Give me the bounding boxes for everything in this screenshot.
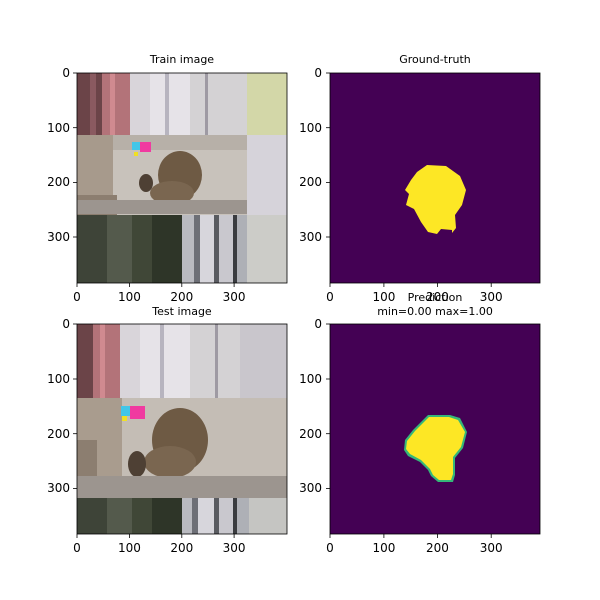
panel-title-test: Test image — [151, 305, 212, 318]
x-tick-label: 100 — [118, 541, 141, 555]
x-ticks-ground-truth: 0 100 200 300 — [326, 283, 503, 304]
y-ticks-test: 0 100 200 300 — [47, 317, 77, 495]
y-tick-label: 300 — [299, 481, 322, 495]
x-tick-label: 200 — [170, 290, 193, 304]
y-tick-label: 100 — [47, 121, 70, 135]
y-tick-label: 300 — [47, 230, 70, 244]
panel-test-image: Test image — [47, 305, 288, 555]
train-image-raster — [77, 73, 287, 283]
y-tick-label: 0 — [62, 66, 70, 80]
axes-frame-prediction — [329, 323, 541, 535]
y-ticks-prediction: 0 100 200 300 — [299, 317, 330, 495]
x-tick-label: 200 — [170, 541, 193, 555]
x-tick-label: 300 — [480, 541, 503, 555]
x-tick-label: 100 — [372, 290, 395, 304]
y-tick-label: 100 — [47, 372, 70, 386]
panel-subtitle-prediction: min=0.00 max=1.00 — [377, 305, 493, 318]
x-tick-label: 300 — [480, 290, 503, 304]
x-tick-label: 100 — [118, 290, 141, 304]
x-tick-label: 0 — [73, 290, 81, 304]
prediction-mask — [406, 417, 465, 480]
y-tick-label: 200 — [47, 427, 70, 441]
x-ticks-test: 0 100 200 300 — [73, 534, 246, 555]
panel-title-ground-truth: Ground-truth — [399, 53, 471, 66]
y-tick-label: 200 — [299, 175, 322, 189]
y-tick-label: 0 — [314, 66, 322, 80]
panel-prediction: Prediction min=0.00 max=1.00 0 100 200 3… — [299, 291, 541, 555]
y-ticks-train: 0 100 200 300 — [47, 66, 77, 244]
y-tick-label: 300 — [47, 481, 70, 495]
x-tick-label: 300 — [223, 290, 246, 304]
x-tick-label: 0 — [326, 290, 334, 304]
test-image-raster — [77, 324, 287, 534]
ground-truth-mask — [405, 165, 466, 234]
y-tick-label: 0 — [62, 317, 70, 331]
x-tick-label: 300 — [223, 541, 246, 555]
x-tick-label: 0 — [326, 541, 334, 555]
x-tick-label: 100 — [372, 541, 395, 555]
panel-title-prediction: Prediction — [408, 291, 463, 304]
y-tick-label: 100 — [299, 372, 322, 386]
y-tick-label: 200 — [47, 175, 70, 189]
y-tick-label: 300 — [299, 230, 322, 244]
axes-frame-ground-truth — [329, 72, 541, 284]
panel-title-train: Train image — [149, 53, 214, 66]
y-tick-label: 200 — [299, 427, 322, 441]
x-tick-label: 200 — [426, 290, 449, 304]
x-ticks-train: 0 100 200 300 — [73, 283, 246, 304]
panel-ground-truth: Ground-truth 0 100 200 300 0 100 200 300 — [299, 53, 541, 304]
x-ticks-prediction: 0 100 200 300 — [326, 534, 503, 555]
y-tick-label: 100 — [299, 121, 322, 135]
x-tick-label: 0 — [73, 541, 81, 555]
panel-train-image: Train image — [47, 53, 288, 304]
x-tick-label: 200 — [426, 541, 449, 555]
y-tick-label: 0 — [314, 317, 322, 331]
y-ticks-ground-truth: 0 100 200 300 — [299, 66, 330, 244]
